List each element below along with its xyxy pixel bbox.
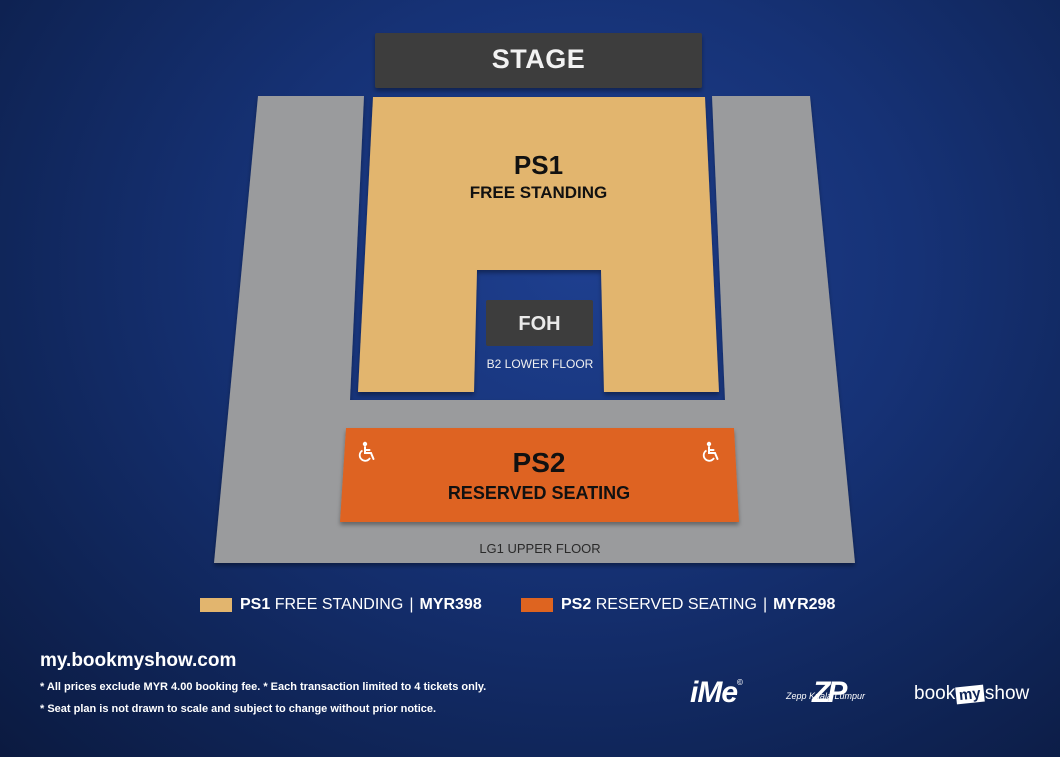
legend-ps1-name: FREE STANDING	[274, 596, 404, 613]
scale-disclaimer-note: * Seat plan is not drawn to scale and su…	[40, 703, 437, 715]
foh-label: FOH	[518, 313, 561, 335]
ps1-title: PS1	[513, 150, 564, 180]
ps1-subtitle: FREE STANDING	[469, 183, 608, 202]
wheelchair-icon	[702, 441, 719, 462]
ps1-zone-area[interactable]	[358, 97, 719, 392]
stage-block	[375, 33, 702, 88]
legend-ps2: PS2 RESERVED SEATING | MYR298	[521, 595, 835, 615]
bms-logo-my: my	[955, 684, 985, 704]
ime-logo: iMe©	[690, 676, 743, 710]
zepp-logo-script: Zepp Kuala Lumpur	[786, 691, 866, 701]
legend-ps2-name: RESERVED SEATING	[595, 596, 757, 613]
foh-block	[486, 300, 593, 346]
legend-ps1-code: PS1	[240, 596, 271, 613]
legend-ps2-code: PS2	[561, 596, 592, 613]
ime-logo-mark: ©	[737, 678, 743, 687]
ps2-zone-area[interactable]	[340, 428, 739, 522]
stage-label: STAGE	[491, 44, 586, 74]
legend-ps1-price: MYR398	[419, 596, 482, 613]
ps2-subtitle: RESERVED SEATING	[447, 483, 631, 503]
legend-ps2-swatch	[521, 598, 553, 612]
ps2-title: PS2	[512, 447, 566, 478]
legend-ps1: PS1 FREE STANDING | MYR398	[200, 595, 482, 615]
bms-logo-book: book	[914, 683, 956, 704]
legend-separator: |	[409, 596, 414, 613]
bms-logo-show: show	[984, 683, 1030, 704]
legend-separator: |	[762, 596, 768, 613]
website-link[interactable]: my.bookmyshow.com	[40, 650, 237, 671]
upper-floor-label: LG1 UPPER FLOOR	[479, 541, 601, 556]
zepp-kuala-lumpur-logo: ZP Zepp Kuala Lumpur	[786, 676, 890, 710]
zepp-logo-mark: ZP	[812, 676, 847, 709]
lower-floor-label: B2 LOWER FLOOR	[486, 357, 594, 371]
booking-fee-note: * All prices exclude MYR 4.00 booking fe…	[40, 681, 487, 693]
legend-ps2-price: MYR298	[773, 596, 836, 613]
ime-logo-text: iMe	[690, 676, 738, 709]
wheelchair-icon	[358, 441, 375, 462]
legend-ps1-swatch	[200, 598, 232, 612]
